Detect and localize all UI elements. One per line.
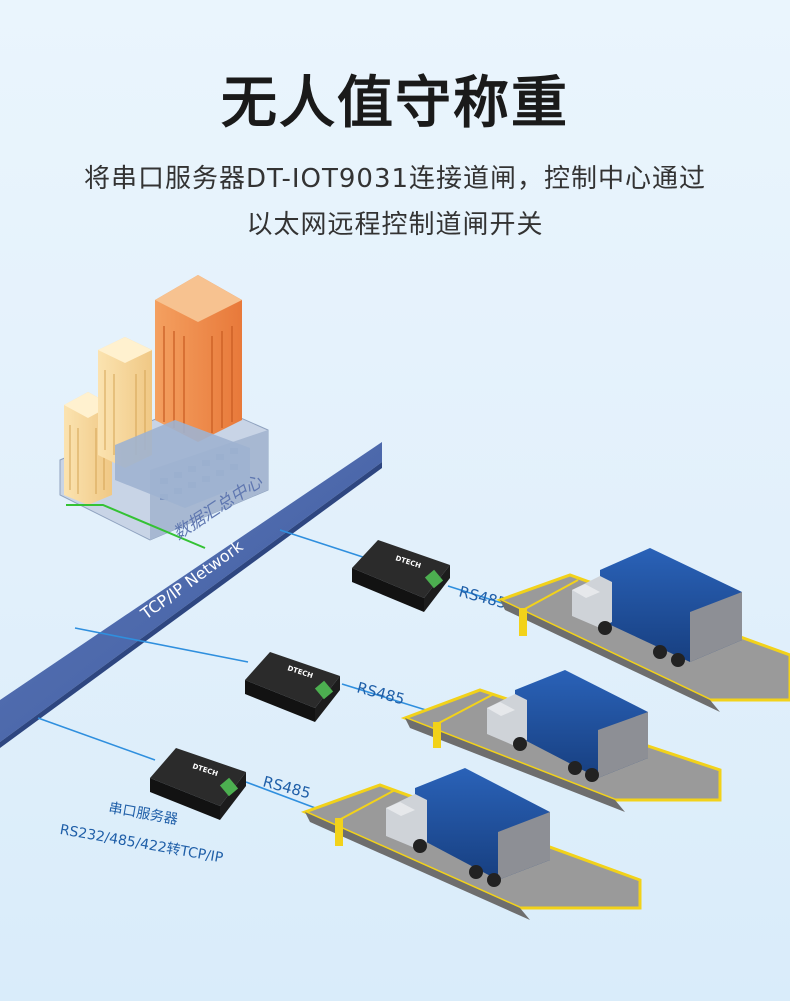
subtitle-line-1: 将串口服务器DT-IOT9031连接道闸，控制中心通过 bbox=[83, 164, 707, 194]
weighbridge-station-1 bbox=[496, 548, 790, 712]
weighbridge-station-3 bbox=[300, 768, 642, 920]
network-label: TCP/IP Network bbox=[136, 536, 247, 624]
weighbridge-station-2 bbox=[400, 670, 722, 812]
serial-server-device-1: DTECH bbox=[352, 540, 450, 612]
serial-server-device-3: DTECH bbox=[150, 748, 246, 820]
rs485-label-2: RS485 bbox=[355, 678, 407, 708]
device-caption-line-2: RS232/485/422转TCP/IP bbox=[59, 822, 225, 866]
device-caption-line-1: 串口服务器 bbox=[107, 800, 179, 828]
serial-server-device-2: DTECH bbox=[245, 652, 340, 722]
network-band bbox=[0, 442, 382, 742]
center-ground-link bbox=[66, 504, 206, 549]
subtitle-line-2: 以太网远程控制道闸开关 bbox=[246, 210, 544, 240]
data-center-buildings bbox=[59, 275, 269, 541]
rs485-label-1: RS485 bbox=[457, 582, 509, 612]
page-title: 无人值守称重 bbox=[221, 71, 569, 136]
